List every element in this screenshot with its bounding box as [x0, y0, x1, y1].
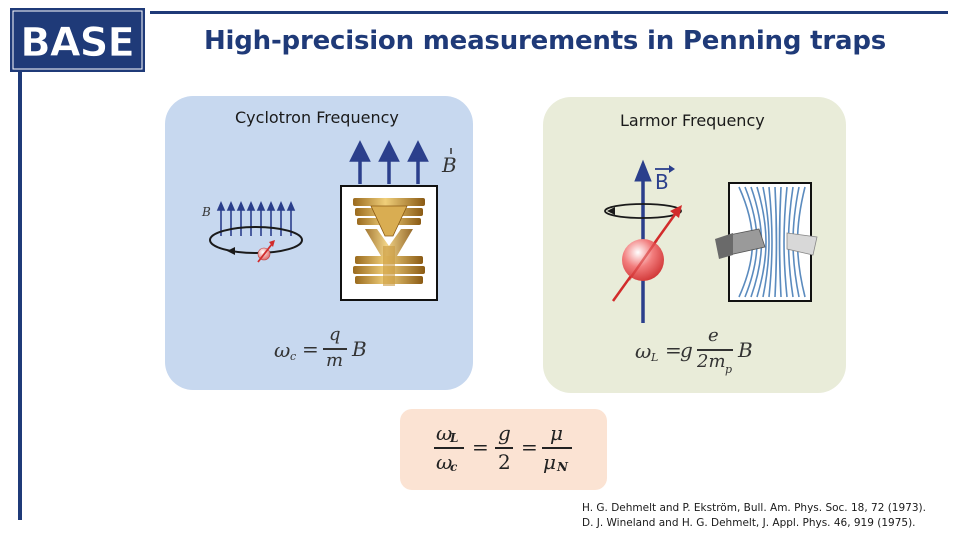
field-arrows-large — [349, 140, 429, 184]
cyclotron-figure: B B — [201, 140, 457, 301]
field-symbol-large: B — [441, 153, 457, 177]
field-arrows-small — [216, 200, 296, 236]
larmor-figure: B — [604, 159, 818, 323]
cyclotron-formula: ω c = q m B — [274, 324, 367, 371]
cyclotron-orbit — [209, 226, 303, 254]
left-rule — [18, 72, 22, 520]
larmor-formula: ω L = g e 2m p B — [635, 325, 753, 376]
cyclotron-panel: Cyclotron Frequency B — [165, 96, 473, 390]
reference-2: D. J. Wineland and H. G. Dehmelt, J. App… — [582, 517, 916, 529]
base-logo: BASE — [10, 8, 145, 72]
field-lines-image — [715, 182, 818, 302]
ratio-formula: ω L ω c = g 2 = μ μ N — [434, 421, 586, 481]
precession-ring — [604, 203, 682, 219]
field-symbol: B — [655, 170, 669, 194]
logo-text: BASE — [20, 20, 134, 66]
larmor-panel: Larmor Frequency B — [543, 97, 846, 393]
top-rule — [150, 11, 948, 14]
ratio-panel: ω L ω c = g 2 = μ μ N — [400, 409, 607, 490]
larmor-label: Larmor Frequency — [620, 111, 765, 130]
field-symbol-small: B — [201, 205, 211, 219]
cyclotron-label: Cyclotron Frequency — [235, 108, 399, 127]
penning-trap-image — [340, 185, 438, 301]
page-title: High-precision measurements in Penning t… — [203, 26, 887, 56]
reference-1: H. G. Dehmelt and P. Ekström, Bull. Am. … — [582, 502, 926, 514]
